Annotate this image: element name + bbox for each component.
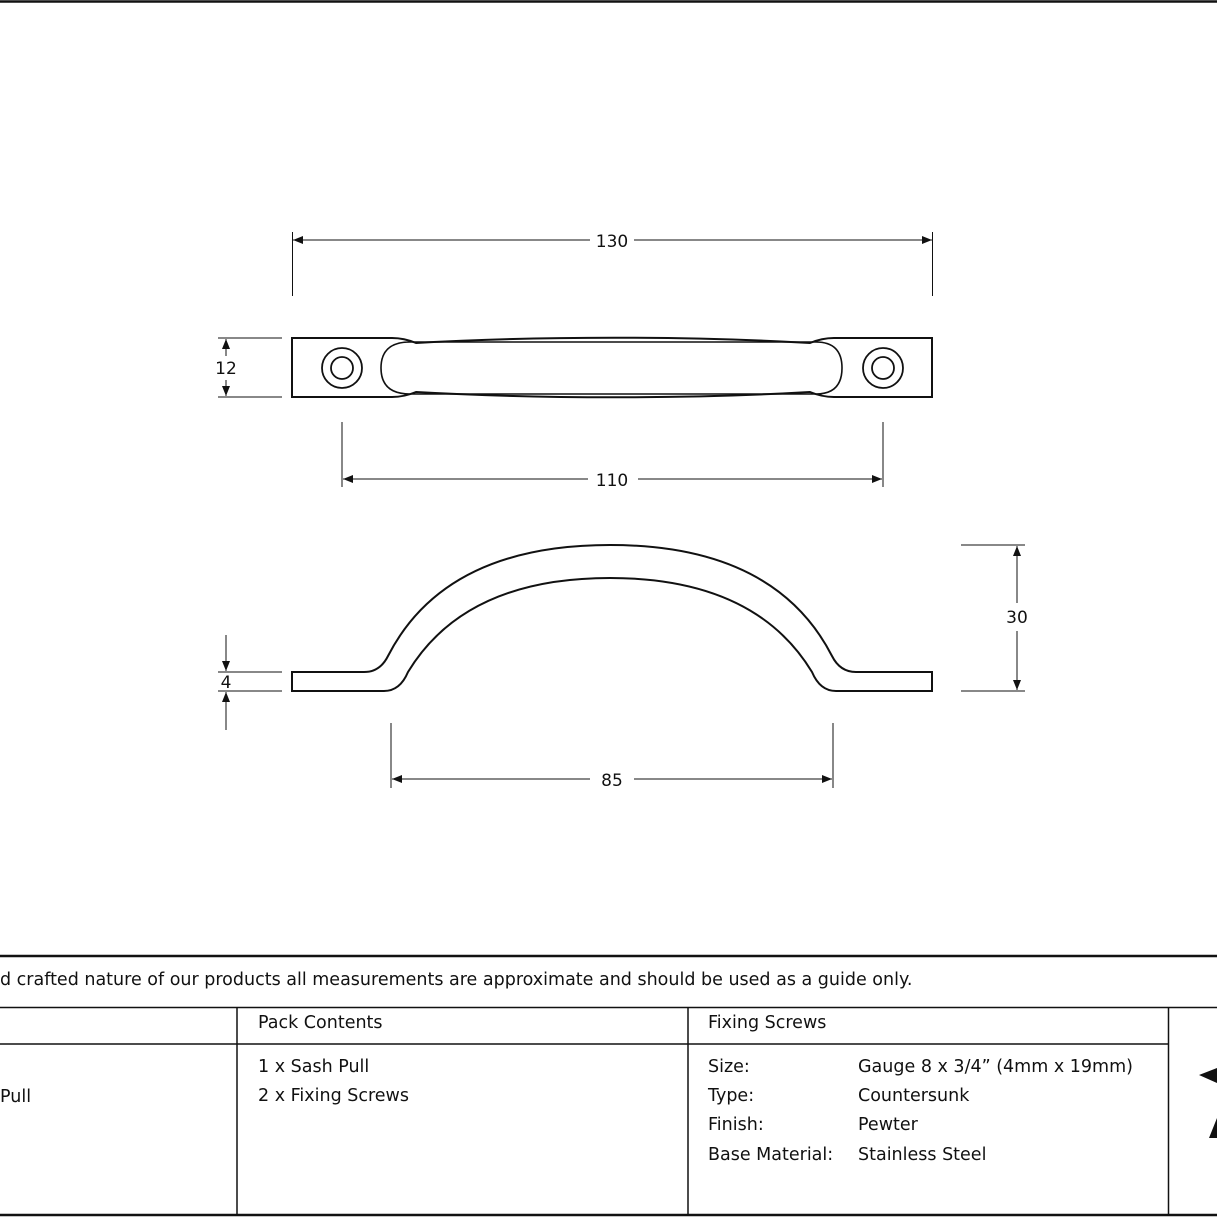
screw-size-label: Size: [708,1057,750,1077]
dimension-overall-length-label: 130 [596,232,628,252]
dimension-overall-length [292,232,933,296]
dimension-fixing-centres-label: 110 [596,471,628,491]
dimension-grip-width-label: 85 [601,771,623,791]
pack-contents-item: 1 x Sash Pull [258,1057,370,1077]
sash-pull-top-view [291,336,933,399]
screw-type-value: Countersunk [858,1086,970,1106]
product-name-partial: Pull [0,1087,32,1107]
dimension-thickness-label: 4 [221,673,232,693]
dimension-grip-width [390,723,834,788]
dimension-height [218,337,282,398]
screw-finish-value: Pewter [858,1115,918,1135]
dimension-fixing-centres [341,422,884,487]
fixing-hole-left [321,347,363,389]
dimension-projection-label: 30 [1006,608,1028,628]
screw-material-label: Base Material: [708,1145,834,1165]
screw-finish-label: Finish: [708,1115,764,1135]
info-table-frame [0,954,1217,1217]
screw-size-value: Gauge 8 x 3/4” (4mm x 19mm) [858,1057,1133,1077]
fixing-hole-right [862,347,904,389]
pack-contents-item: 2 x Fixing Screws [258,1086,409,1106]
pack-contents-header: Pack Contents [258,1013,383,1033]
brand-logo-partial [1199,1068,1217,1138]
dimension-height-label: 12 [215,359,237,379]
dimension-projection [961,544,1025,692]
fixing-screws-header: Fixing Screws [708,1013,827,1033]
measurement-disclaimer: d crafted nature of our products all mea… [0,970,913,990]
dimension-thickness [218,635,282,730]
screw-type-label: Type: [708,1086,755,1106]
sash-pull-side-view [291,543,933,692]
screw-material-value: Stainless Steel [858,1145,987,1165]
